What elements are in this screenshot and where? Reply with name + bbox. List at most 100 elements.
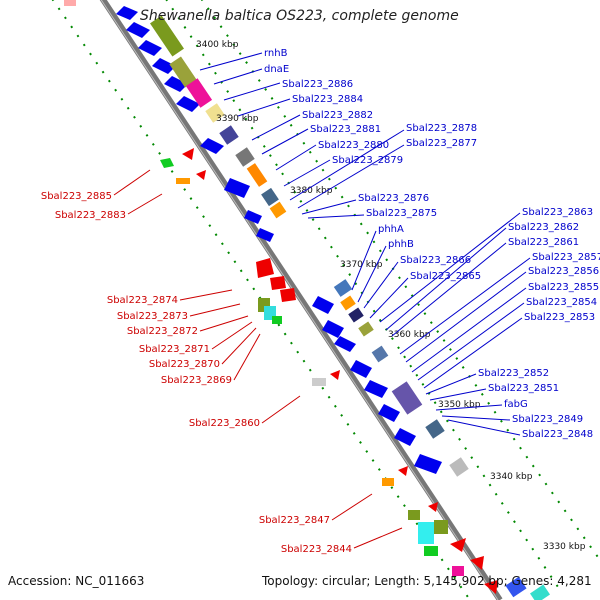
leader-line (353, 527, 403, 549)
gene-arrow (256, 258, 274, 278)
gene-box (382, 478, 394, 486)
accession-text: Accession: NC_011663 (8, 574, 145, 588)
gene-arrow (470, 556, 484, 570)
tick-label: 3400 kbp (196, 40, 239, 50)
tick-label: 3350 kbp (438, 400, 481, 410)
leader-line (429, 388, 487, 401)
gene-label: Sbal223_2877 (406, 138, 477, 149)
gene-arrow (196, 170, 206, 180)
leader-line (385, 227, 507, 331)
gene-box (408, 510, 420, 520)
tick-label: 3360 kbp (388, 330, 431, 340)
leader-line (379, 212, 521, 323)
reverse-labels (113, 169, 403, 549)
gene-box (272, 316, 282, 324)
leader-line (307, 214, 365, 219)
gene-label: Sbal223_2866 (400, 255, 471, 266)
gene-label: Sbal223_2882 (302, 110, 373, 121)
gene-label: Sbal223_2872 (127, 326, 198, 337)
gene-label: Sbal223_2884 (292, 94, 363, 105)
leader-line (261, 128, 309, 155)
gene-arrow (398, 466, 408, 476)
gene-box (358, 321, 374, 337)
gene-box (333, 279, 353, 297)
leader-line (435, 404, 503, 411)
gene-label: Sbal223_2880 (318, 140, 389, 151)
gene-arrow (116, 6, 138, 20)
tick-label: 3330 kbp (543, 542, 586, 552)
leader-line (289, 129, 405, 201)
gene-label: Sbal223_2856 (528, 266, 599, 277)
gene-box (160, 158, 174, 168)
gene-label: Sbal223_2844 (281, 544, 352, 555)
gene-label: Sbal223_2876 (358, 193, 429, 204)
gene-box (434, 520, 448, 534)
gene-arrow (378, 404, 400, 422)
gene-arrow (126, 22, 150, 38)
gene-arrow (280, 288, 296, 302)
leader-line (275, 144, 317, 171)
leader-line (369, 277, 409, 319)
leader-line (283, 159, 331, 187)
gene-box (505, 576, 527, 598)
gene-box (348, 307, 364, 323)
gene-label: Sbal223_2870 (149, 359, 220, 370)
gene-label: Sbal223_2854 (526, 297, 597, 308)
gene-box (371, 345, 389, 363)
leader-line (213, 68, 263, 85)
gene-arrow (224, 178, 250, 198)
gene-label: Sbal223_2853 (524, 312, 595, 323)
gene-label: Sbal223_2881 (310, 124, 381, 135)
leader-line (297, 144, 405, 209)
gene-arrow (164, 76, 188, 92)
tick-label: 3380 kbp (290, 186, 333, 196)
gene-box (169, 56, 197, 88)
leader-line (233, 333, 261, 381)
leader-line (199, 52, 263, 71)
gene-arrow (244, 210, 262, 224)
gene-label: Sbal223_2878 (406, 123, 477, 134)
gene-label: Sbal223_2879 (332, 155, 403, 166)
leader-line (127, 193, 163, 215)
leader-line (237, 98, 291, 117)
gene-arrow (312, 296, 334, 314)
leader-line (251, 114, 301, 141)
reverse-features (64, 0, 498, 594)
gene-label: Sbal223_2863 (522, 207, 593, 218)
leader-line (411, 287, 527, 373)
gene-box (449, 457, 469, 477)
gene-arrow (484, 580, 498, 594)
tick-label: 3370 kbp (340, 260, 383, 270)
gene-label: Sbal223_2848 (522, 429, 593, 440)
gene-label: Sbal223_2847 (259, 515, 330, 526)
forward-label-texts: rnhB dnaE Sbal223_2886 Sbal223_2884 Sbal… (264, 48, 600, 440)
gene-arrow (428, 502, 438, 512)
gene-arrow (394, 428, 416, 446)
leader-line (199, 315, 249, 332)
leader-line (211, 321, 253, 350)
leader-line (447, 419, 521, 436)
gene-label: phhA (378, 224, 404, 235)
gene-box (246, 163, 268, 187)
leader-line (405, 271, 527, 363)
gene-box (452, 566, 464, 576)
leader-line (425, 373, 477, 395)
gene-box (185, 78, 213, 108)
gene-box (176, 178, 190, 184)
leader-line (189, 303, 241, 317)
gene-box (418, 522, 434, 544)
gene-label: Sbal223_2869 (161, 375, 232, 386)
leader-line (363, 261, 399, 309)
tick-label: 3390 kbp (216, 114, 259, 124)
gene-label: Sbal223_2862 (508, 222, 579, 233)
gene-arrow (330, 370, 340, 380)
gene-arrow (182, 148, 194, 160)
leader-line (301, 199, 357, 215)
gene-label: Sbal223_2851 (488, 383, 559, 394)
gene-label: phhB (388, 239, 414, 250)
gene-box (261, 187, 279, 207)
gene-label: Sbal223_2857 (532, 252, 600, 263)
gene-label: Sbal223_2865 (410, 271, 481, 282)
gene-label: rnhB (264, 48, 288, 59)
